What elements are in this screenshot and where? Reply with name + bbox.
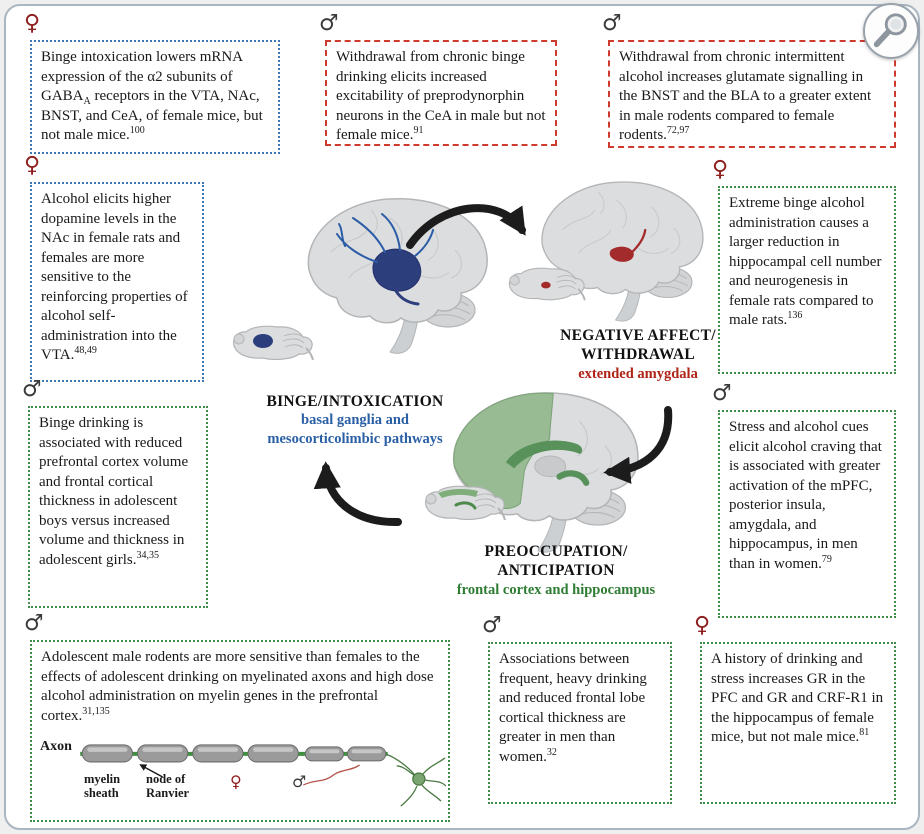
female-symbol: ♀ <box>24 153 41 178</box>
annotation-box-frontal-thickness-male: ♂ Associations between frequent, heavy d… <box>482 615 672 804</box>
annotation-box-myelin-male: ♂ Adolescent male rodents are more sensi… <box>24 613 450 822</box>
cycle-arrow-binge-to-withdrawal <box>406 204 526 249</box>
annotation-box-dopamine-female: ♀ Alcohol elicits higher dopamine levels… <box>24 155 204 382</box>
male-symbol: ♂ <box>292 772 307 791</box>
binge-brain-rodent <box>232 325 314 361</box>
female-symbol: ♀ <box>712 157 729 182</box>
annotation-box-binge-gaba-female: ♀ Binge intoxication lowers mRNA express… <box>24 13 280 154</box>
stage-title: ANTICIPATION <box>497 562 615 580</box>
reference-number: 48,49 <box>74 345 97 356</box>
preoccupation-brain-rodent <box>424 485 506 521</box>
axon-diagram: Axon myelin sheath node of Ranvier ♀ ♂ <box>34 732 446 818</box>
annotation-box-withdrawal-bnst-male: ♂ Withdrawal from chronic intermittent a… <box>602 13 896 148</box>
annotation-box-gr-crf-female: ♀ A history of drinking and stress incre… <box>694 615 896 804</box>
stage-title: PREOCCUPATION/ <box>484 543 628 560</box>
withdrawal-brain-rodent <box>508 267 586 302</box>
male-symbol: ♂ <box>712 381 732 406</box>
reference-number: 32 <box>546 746 557 758</box>
unmyelinated-axon-red <box>303 764 360 786</box>
annotation-text: Associations between frequent, heavy dri… <box>499 651 647 765</box>
female-symbol: ♀ <box>24 11 41 36</box>
male-symbol: ♂ <box>319 11 339 36</box>
stage-label-preoccupation: PREOCCUPATION/ ANTICIPATION frontal cort… <box>425 542 687 599</box>
reference-number: 31,135 <box>82 705 110 717</box>
cycle-arrow-withdrawal-to-preoccupation <box>603 406 673 484</box>
male-symbol: ♂ <box>482 613 502 638</box>
magnifier-button[interactable] <box>863 3 919 59</box>
stage-subtitle: frontal cortex and hippocampus <box>456 581 656 598</box>
male-symbol: ♂ <box>22 377 42 402</box>
node-pointer-arrow <box>139 764 163 778</box>
annotation-text: Binge drinking is associated with reduce… <box>39 415 189 568</box>
stage-label-withdrawal: NEGATIVE AFFECT/ WITHDRAWAL extended amy… <box>548 326 728 383</box>
annotation-box-craving-male: ♂ Stress and alcohol cues elicit alcohol… <box>712 383 896 618</box>
male-symbol: ♂ <box>24 611 44 636</box>
cycle-arrow-preoccupation-to-binge <box>313 461 402 527</box>
stage-subtitle: extended amygdala <box>578 365 698 382</box>
annotation-text: Adolescent male rodents are more sensiti… <box>41 649 434 724</box>
annotation-text: Stress and alcohol cues elicit alcohol c… <box>729 419 882 572</box>
female-symbol: ♀ <box>230 772 242 791</box>
annotation-box-hippocampus-female: ♀ Extreme binge alcohol administration c… <box>712 159 896 374</box>
female-symbol: ♀ <box>694 613 711 638</box>
magnifier-icon <box>873 13 907 48</box>
node-of-ranvier-label: node of Ranvier <box>146 772 190 801</box>
reference-number: 100 <box>129 125 145 136</box>
myelin-highlights <box>87 747 382 754</box>
annotation-text: Extreme binge alcohol administration cau… <box>729 195 882 328</box>
annotation-text: Withdrawal from chronic binge drinking e… <box>336 49 546 143</box>
myelin-sheath-label: myelin sheath <box>84 772 121 801</box>
stage-subtitle: basal ganglia and <box>301 412 409 429</box>
stage-title: NEGATIVE AFFECT/ <box>560 327 716 344</box>
annotation-text: Withdrawal from chronic intermittent alc… <box>619 49 872 143</box>
reference-number: 91 <box>413 125 424 136</box>
reference-number: 72,97 <box>666 125 690 136</box>
annotation-box-withdrawal-cea-male: ♂ Withdrawal from chronic binge drinking… <box>319 13 557 146</box>
male-symbol: ♂ <box>602 11 622 36</box>
withdrawal-brain-human <box>541 181 704 322</box>
stage-title: WITHDRAWAL <box>580 346 696 364</box>
annotation-text: A history of drinking and stress increas… <box>711 651 884 745</box>
axon-illustration <box>80 744 446 807</box>
binge-brain-human <box>307 197 488 355</box>
neuron-illustration <box>385 753 446 807</box>
annotation-box-adolescent-cortex-male: ♂ Binge drinking is associated with redu… <box>22 379 208 608</box>
stage-subtitle: mesocorticolimbic pathways <box>267 430 443 447</box>
reference-number: 34,35 <box>136 549 159 561</box>
reference-number: 79 <box>821 553 832 565</box>
axon-label: Axon <box>40 739 72 754</box>
annotation-text: Binge intoxication lowers mRNA expressio… <box>41 49 263 143</box>
stage-label-binge: BINGE/INTOXICATION basal ganglia and mes… <box>225 392 485 448</box>
reference-number: 136 <box>787 310 803 321</box>
stage-title: BINGE/INTOXICATION <box>266 393 444 410</box>
annotation-text: Alcohol elicits higher dopamine levels i… <box>41 191 188 363</box>
reference-number: 81 <box>859 727 870 738</box>
